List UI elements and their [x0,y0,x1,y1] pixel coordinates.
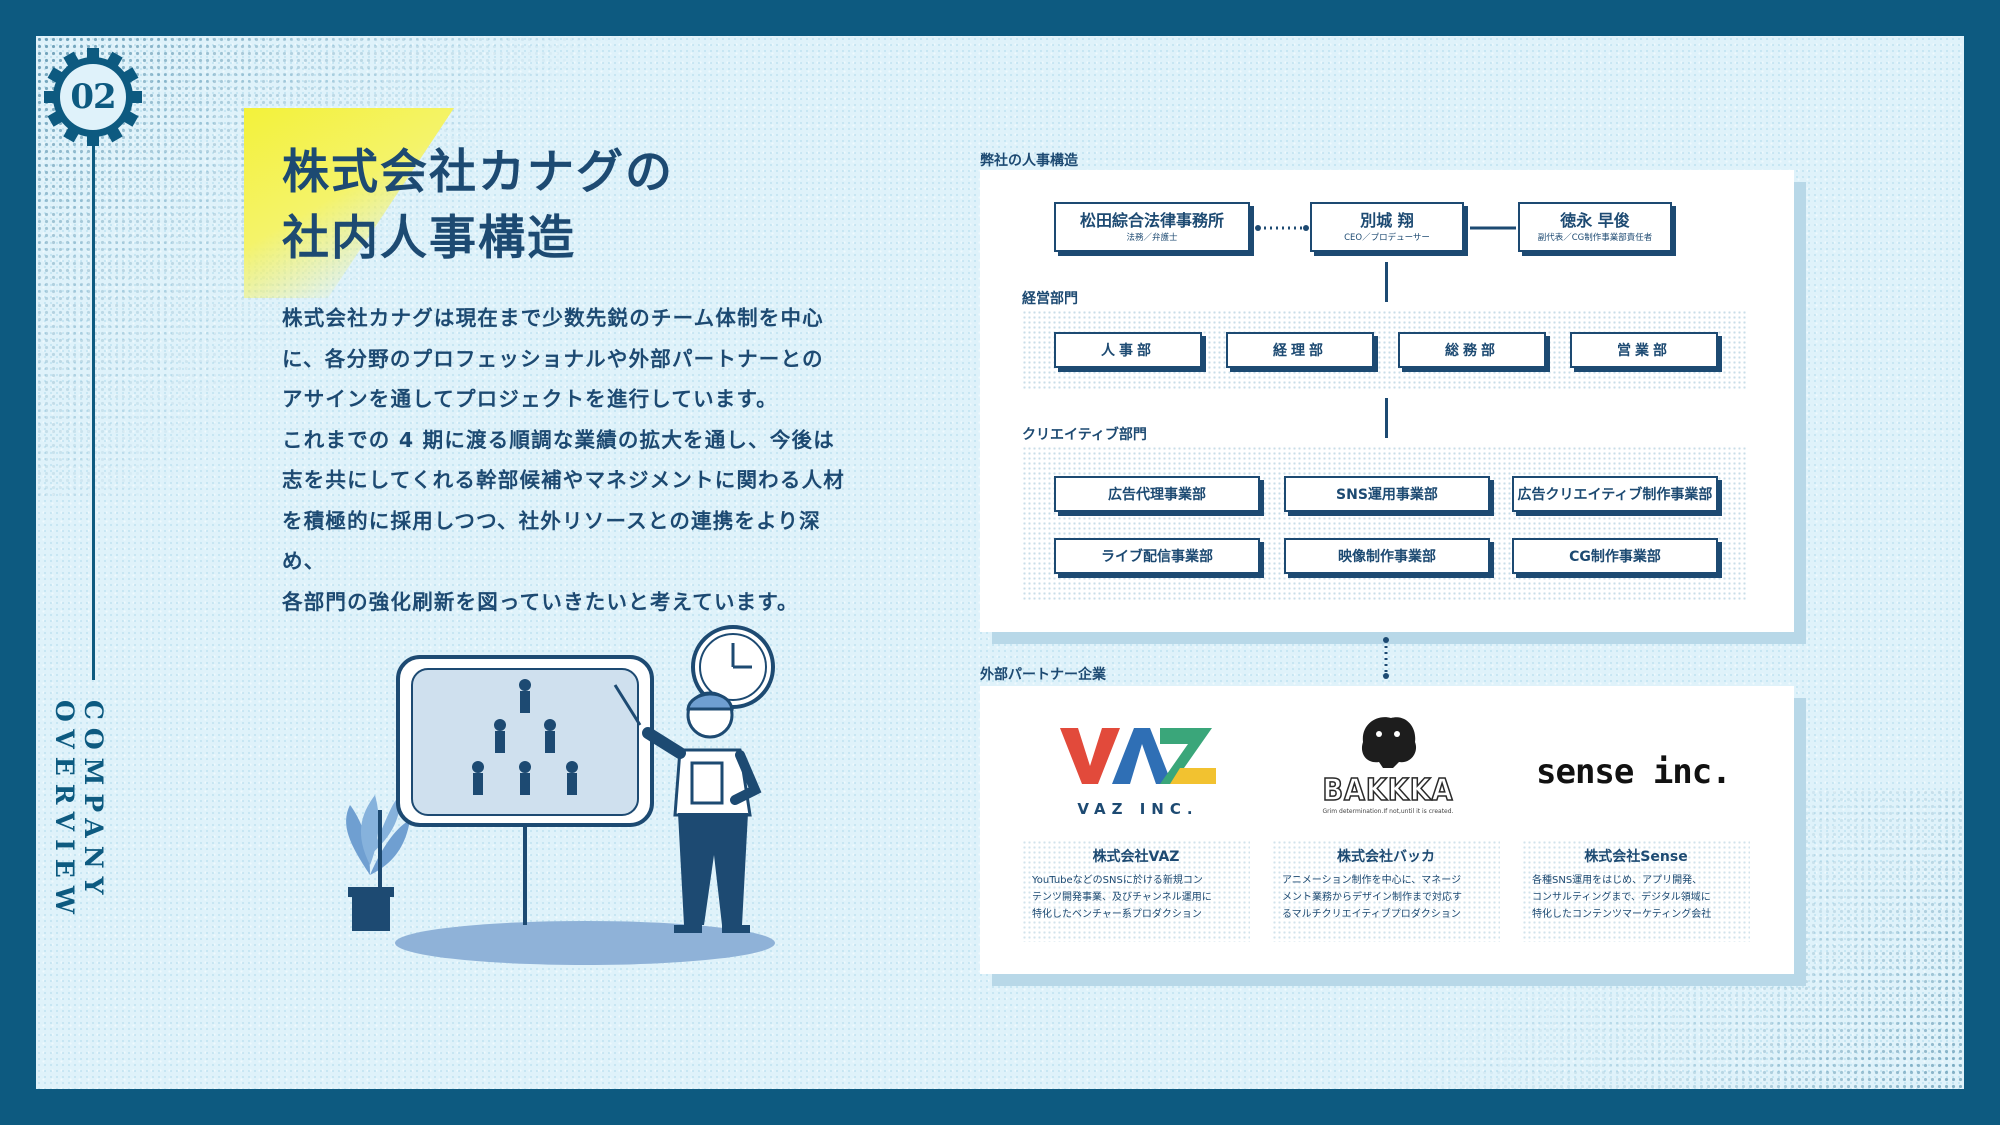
partner-description: 各種SNS運用をはじめ、アプリ開発、 コンサルティングまで、デジタル領域に 特化… [1522,872,1750,923]
unit-box-live: ライブ配信事業部 [1054,538,1260,574]
connector-management-to-creative [1385,398,1388,438]
partner-desc-line: るマルチクリエイティブプロダクション [1282,906,1490,923]
presentation-board [380,657,652,925]
partner-desc-line: 特化したベンチャー系プロダクション [1032,906,1240,923]
dept-box-hr: 人事部 [1054,332,1202,368]
connector-leaders-to-management [1385,262,1388,302]
intro-paragraph: 株式会社カナグは現在まで少数先鋭のチーム体制を中心 に、各分野のプロフェッショナ… [282,298,852,622]
leader-role: CEO／プロデューサー [1344,232,1430,244]
leader-name: 徳永 早俊 [1560,210,1630,232]
solid-connector [1468,222,1518,234]
partner-name: 株式会社Sense [1522,846,1750,866]
creative-zone [1022,446,1748,602]
hippo-mascot-icon [1353,712,1423,770]
partner-desc-line: アニメーション制作を中心に、マネージ [1282,872,1490,889]
partner-desc-line: コンサルティングまで、デジタル領域に [1532,889,1740,906]
dept-box-sales: 営業部 [1570,332,1718,368]
intro-line: を積極的に採用しつつ、社外リソースとの連携をより深め、 [282,501,852,582]
intro-line: アサインを通してプロジェクトを進行しています。 [282,379,852,420]
unit-box-cg: CG制作事業部 [1512,538,1718,574]
intro-line: 株式会社カナグは現在まで少数先鋭のチーム体制を中心 [282,298,852,339]
partner-desc-line: テンツ開発事業、及びチャンネル運用に [1032,889,1240,906]
creative-section-label: クリエイティブ部門 [1022,424,1147,444]
vaz-logo-mark [1060,728,1216,784]
leader-box-vice: 徳永 早俊 副代表／CG制作事業部責任者 [1518,202,1672,252]
dotted-connector-to-partners [1380,636,1392,680]
partner-card-vaz: 株式会社VAZ YouTubeなどのSNSに於ける新規コン テンツ開発事業、及び… [1022,840,1250,942]
dotted-connector [1254,222,1310,234]
page-title: 株式会社カナグの 社内人事構造 [282,140,674,272]
leader-name: 松田綜合法律事務所 [1080,210,1224,232]
leader-name: 別城 翔 [1360,210,1414,232]
floor-shadow [395,921,775,965]
partner-desc-line: YouTubeなどのSNSに於ける新規コン [1032,872,1240,889]
partner-name: 株式会社VAZ [1022,846,1250,866]
intro-line: 各部門の強化刷新を図っていきたいと考えています。 [282,582,852,623]
intro-line: 志を共にしてくれる幹部候補やマネジメントに関わる人材 [282,460,852,501]
partner-description: アニメーション制作を中心に、マネージ メント業務からデザイン制作まで対応す るマ… [1272,872,1500,923]
bakkka-tagline: Grim determination.If not,until it is cr… [1310,808,1466,815]
partner-desc-line: 各種SNS運用をはじめ、アプリ開発、 [1532,872,1740,889]
unit-box-video: 映像制作事業部 [1284,538,1490,574]
partner-desc-line: メント業務からデザイン制作まで対応す [1282,889,1490,906]
management-section-label: 経営部門 [1022,288,1078,308]
intro-line: これまでの 4 期に渡る順調な業績の拡大を通し、今後は [282,420,852,461]
partners-section-label: 外部パートナー企業 [980,664,1106,684]
unit-box-sns: SNS運用事業部 [1284,476,1490,512]
bakkka-wordmark: BAKKKA [1310,774,1466,808]
page-number: 02 [44,48,142,146]
rail-line-top [92,146,95,680]
dept-box-accounting: 経理部 [1226,332,1374,368]
sense-logo: sense inc. [1536,752,1746,792]
bakkka-logo: BAKKKA Grim determination.If not,until i… [1310,712,1466,830]
vaz-logo: VAZ INC. [1060,728,1216,818]
leader-box-ceo: 別城 翔 CEO／プロデューサー [1310,202,1464,252]
intro-line: に、各分野のプロフェッショナルや外部パートナーとの [282,339,852,380]
unit-box-ad-agency: 広告代理事業部 [1054,476,1260,512]
partner-card-bakkka: 株式会社バッカ アニメーション制作を中心に、マネージ メント業務からデザイン制作… [1272,840,1500,942]
side-section-label: COMPANY OVERVIEW [78,700,108,1080]
partner-desc-line: 特化したコンテンツマーケティング会社 [1532,906,1740,923]
vaz-logo-subtext: VAZ INC. [1060,800,1216,818]
partner-card-sense: 株式会社Sense 各種SNS運用をはじめ、アプリ開発、 コンサルティングまで、… [1522,840,1750,942]
page-number-gear-badge: 02 [44,48,142,146]
partner-description: YouTubeなどのSNSに於ける新規コン テンツ開発事業、及びチャンネル運用に… [1022,872,1250,923]
partner-name: 株式会社バッカ [1272,846,1500,866]
page-title-line-1: 株式会社カナグの [282,140,674,206]
dept-box-general-affairs: 総務部 [1398,332,1546,368]
presenter-illustration [330,625,800,965]
page-title-line-2: 社内人事構造 [282,206,674,272]
org-section-label: 弊社の人事構造 [980,150,1078,170]
leader-box-legal: 松田綜合法律事務所 法務／弁護士 [1054,202,1250,252]
leader-role: 副代表／CG制作事業部責任者 [1538,232,1653,244]
leader-role: 法務／弁護士 [1126,232,1177,244]
unit-box-ad-creative: 広告クリエイティブ制作事業部 [1512,476,1718,512]
